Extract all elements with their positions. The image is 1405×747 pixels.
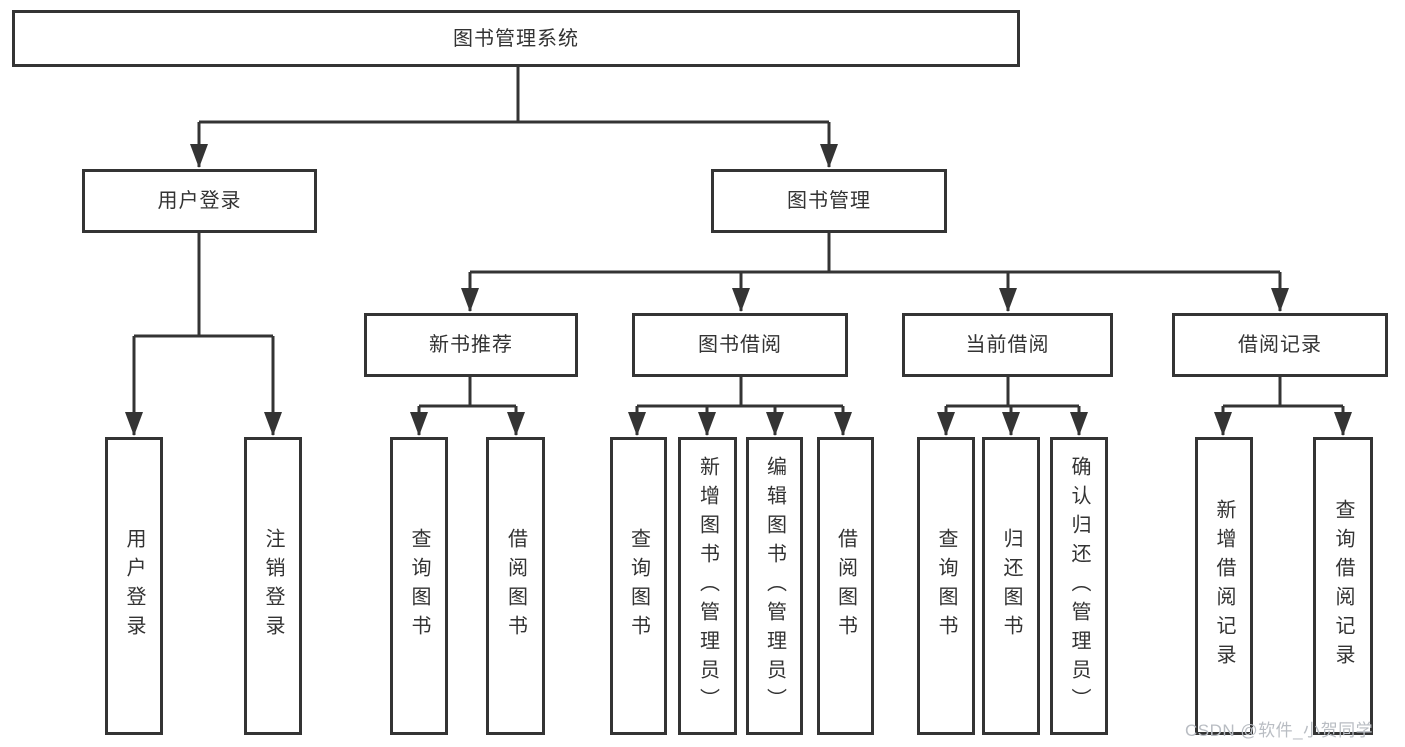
node-borrow-records: 借阅记录 <box>1172 313 1388 377</box>
node-root: 图书管理系统 <box>12 10 1020 67</box>
leaf-query-borrow-record: 查询借阅记录 <box>1313 437 1373 735</box>
leaf-query-books-1: 查询图书 <box>390 437 448 735</box>
leaf-borrow-books-1: 借阅图书 <box>486 437 545 735</box>
csdn-watermark: CSDN @软件_小贺同学 <box>1185 721 1374 740</box>
leaf-query-books-2: 查询图书 <box>610 437 667 735</box>
node-book-borrow: 图书借阅 <box>632 313 848 377</box>
node-current-borrow: 当前借阅 <box>902 313 1113 377</box>
leaf-borrow-books-2: 借阅图书 <box>817 437 874 735</box>
leaf-user-login: 用户登录 <box>105 437 163 735</box>
leaf-add-book-admin: 新增图书（管理员） <box>678 437 737 735</box>
leaf-query-books-3: 查询图书 <box>917 437 975 735</box>
leaf-edit-book-admin: 编辑图书（管理员） <box>746 437 803 735</box>
leaf-return-books: 归还图书 <box>982 437 1040 735</box>
node-book-management: 图书管理 <box>711 169 947 233</box>
node-user-login: 用户登录 <box>82 169 317 233</box>
node-new-book-recommend: 新书推荐 <box>364 313 578 377</box>
leaf-confirm-return-admin: 确认归还（管理员） <box>1050 437 1108 735</box>
leaf-logout: 注销登录 <box>244 437 302 735</box>
leaf-add-borrow-record: 新增借阅记录 <box>1195 437 1253 735</box>
